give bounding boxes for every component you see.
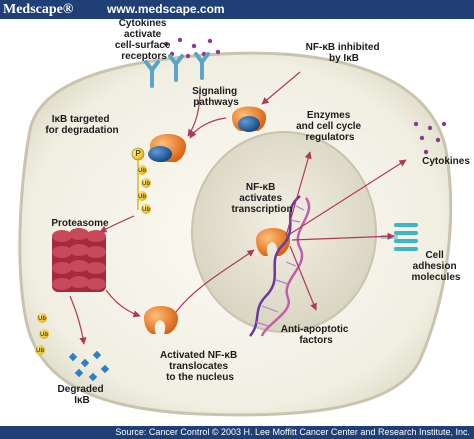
cytokines-activate-label: Cytokines activate cell-surface receptor… xyxy=(115,19,173,62)
source-credit: Source: Cancer Control © 2003 H. Lee Mof… xyxy=(115,427,470,437)
ikb-targeted-complex: P xyxy=(131,134,186,210)
ub-label-1: Ub xyxy=(138,168,146,174)
free-ubiquitin: Ub Ub Ub xyxy=(35,313,49,355)
anti-apoptotic-label: Anti-apoptotic factors xyxy=(281,324,352,346)
cytokines-label: Cytokines xyxy=(422,156,470,167)
signaling-pathways-label: Signaling pathways xyxy=(192,86,240,108)
cytokine-dots-right xyxy=(413,121,447,155)
footer-bar: Source: Cancer Control © 2003 H. Lee Mof… xyxy=(0,426,474,439)
cell-surface-receptors xyxy=(144,52,210,88)
nfkb-inhibited-label: NF-κB inhibited by IκB xyxy=(306,42,383,64)
header-bar: Medscape® www.medscape.com xyxy=(0,0,474,19)
degraded-ikb-label: Degraded IκB xyxy=(58,384,107,406)
ub-label-3: Ub xyxy=(138,194,146,200)
nfkb-activates-label: NF-κB activates transcription xyxy=(231,182,292,215)
ub-label-free-3: Ub xyxy=(36,348,44,354)
phosphate-label: P xyxy=(135,149,141,158)
ub-label-free-2: Ub xyxy=(40,332,48,338)
proteasome-label: Proteasome xyxy=(51,218,109,229)
nfkb-pathway-diagram: P Ub Ub Ub Ub U xyxy=(18,19,470,417)
activated-nfkb-label: Activated NF-κB translocates to the nucl… xyxy=(160,350,240,383)
proteasome xyxy=(52,228,106,292)
ub-label-4: Ub xyxy=(142,207,150,213)
cell-adhesion-label: Cell adhesion molecules xyxy=(412,250,461,283)
ub-label-free-1: Ub xyxy=(38,316,46,322)
enzymes-label: Enzymes and cell cycle regulators xyxy=(296,110,364,143)
ubiquitin-chain: Ub Ub Ub Ub xyxy=(137,165,151,214)
ikb-targeted-label: IκB targeted for degradation xyxy=(45,114,118,136)
nfkb-ikb-complex xyxy=(232,106,266,132)
degraded-ikb-fragments xyxy=(68,350,110,382)
pathway-arrows xyxy=(69,71,407,345)
site-url[interactable]: www.medscape.com xyxy=(107,2,225,16)
medscape-logo[interactable]: Medscape® xyxy=(3,2,74,17)
nuclear-nfkb xyxy=(256,228,290,256)
activated-nfkb xyxy=(144,306,178,334)
ub-label-2: Ub xyxy=(142,181,150,187)
